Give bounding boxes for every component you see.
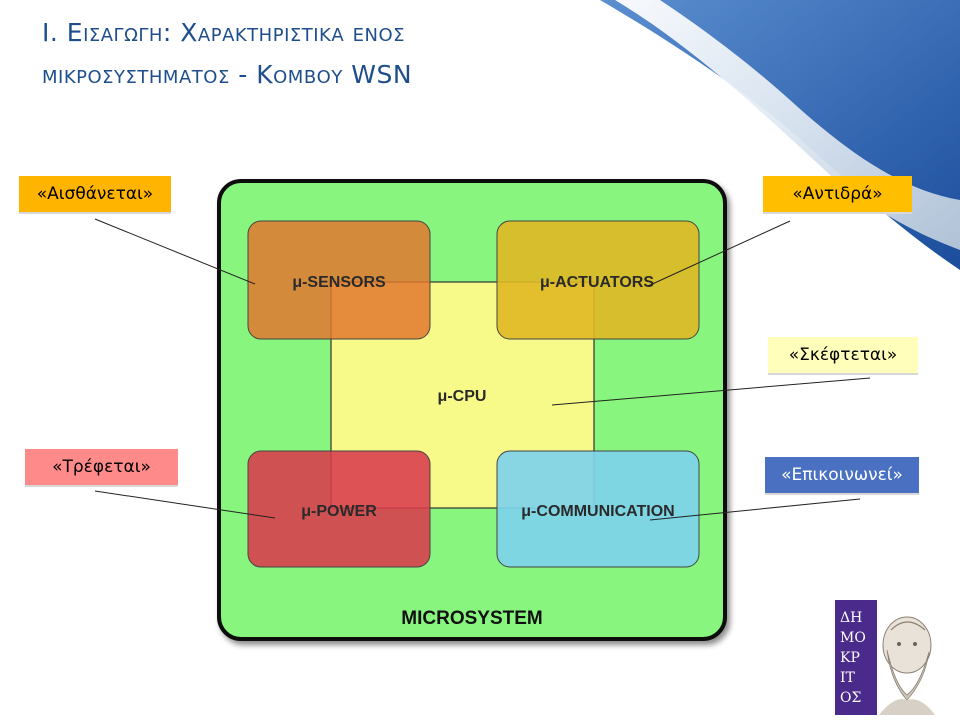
callout-thinks: «Σκέφτεται» [768,337,918,375]
democritus-logo: ΔΗ ΜΟ ΚΡ ΙΤ ΟΣ [835,600,935,715]
callout-feeds: «Τρέφεται» [25,449,178,487]
page-title: Ι. Εισαγωγη: Χαρακτηριστικα ενος μικροσυ… [42,12,642,96]
connector-feeds [94,490,276,519]
connector-communicates [649,498,861,521]
power-label: μ-POWER [301,503,377,520]
connector-senses [94,218,256,285]
svg-text:ΔΗ: ΔΗ [840,610,862,626]
actuators-label: μ-ACTUATORS [540,274,654,291]
power-block [247,450,431,568]
microsystem-label: MICROSYSTEM [401,608,542,629]
callout-communicates: «Επικοινωνεί» [765,457,919,495]
connector-thinks [551,377,871,406]
callout-senses: «Αισθάνεται» [19,176,171,214]
svg-text:ΜΟ: ΜΟ [840,630,866,646]
svg-text:ΙΤ: ΙΤ [840,670,856,686]
callout-reacts: «Αντιδρά» [763,176,912,214]
sensors-label: μ-SENSORS [292,274,386,291]
title-line-1: Ι. Εισαγωγη: Χαρακτηριστικα ενος [42,18,405,47]
communication-block [496,450,700,568]
svg-text:ΟΣ: ΟΣ [840,690,861,706]
communication-label: μ-COMMUNICATION [521,503,674,520]
cpu-label: μ-CPU [438,388,487,405]
svg-text:ΚΡ: ΚΡ [840,650,860,666]
title-line-2: μικροσυστηματος - Κομβου WSN [42,60,413,89]
actuators-block [496,220,700,340]
connector-reacts [647,220,791,287]
sensors-block [247,220,431,340]
